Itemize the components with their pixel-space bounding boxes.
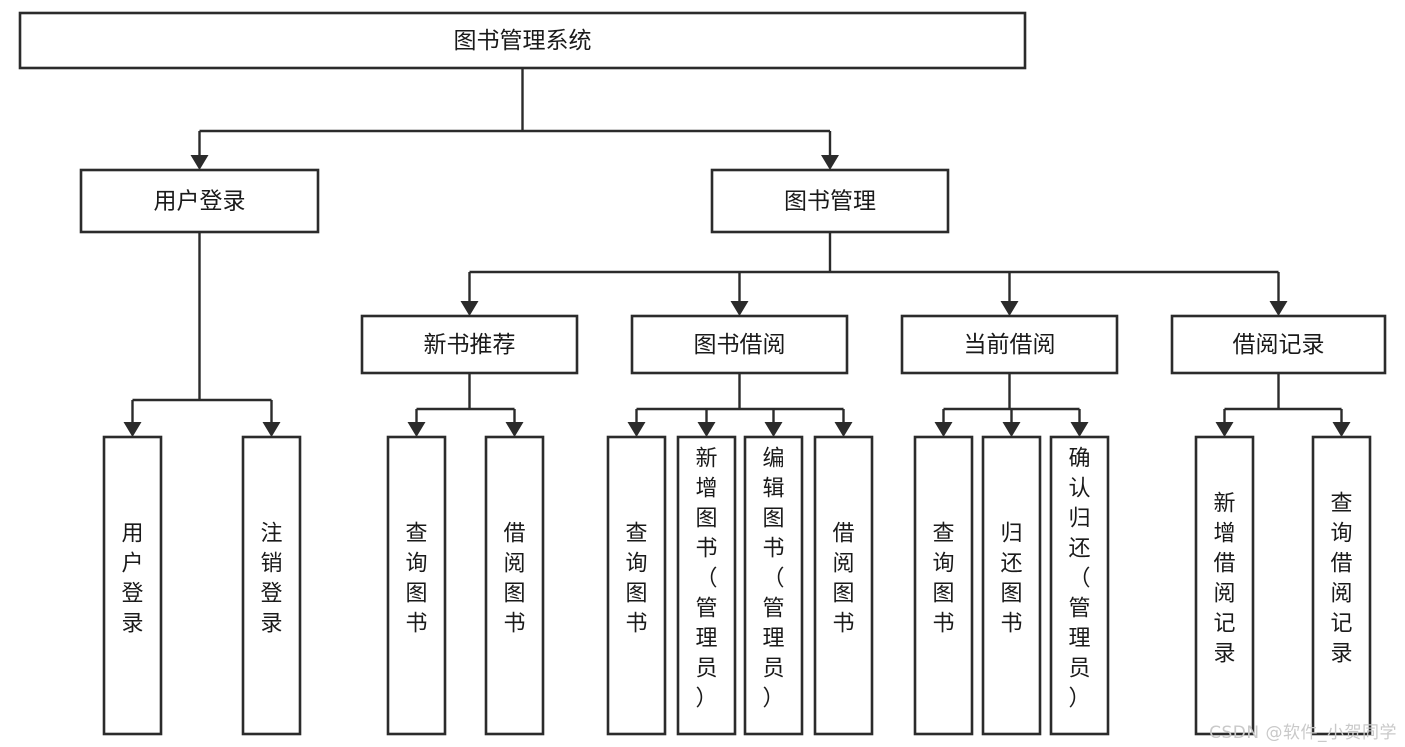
node-book-manage[interactable]: 图书管理 (710, 168, 950, 234)
node-box-leaf-query-record (1311, 435, 1372, 736)
edge-arrow-user-login (190, 155, 209, 170)
edge-arrow-leaf-borrow-book (834, 422, 853, 437)
node-label-leaf-query-book-borrow: 查询图书 (625, 522, 647, 637)
node-label-leaf-confirm-return: 确认归还（管理员） (1068, 447, 1090, 712)
node-leaf-query-record[interactable]: 查询借阅记录 (1311, 435, 1372, 736)
node-leaf-query-book-borrow[interactable]: 查询图书 (606, 435, 667, 736)
node-leaf-borrow-book-rec[interactable]: 借阅图书 (484, 435, 545, 736)
node-leaf-query-book-rec[interactable]: 查询图书 (386, 435, 447, 736)
node-book-borrow[interactable]: 图书借阅 (630, 314, 849, 375)
node-label-book-manage: 图书管理 (784, 189, 876, 215)
node-label-leaf-add-record: 新增借阅记录 (1213, 492, 1235, 667)
node-label-book-borrow: 图书借阅 (694, 332, 786, 358)
edge-arrow-leaf-add-book (697, 422, 716, 437)
node-box-leaf-borrow-book-rec (484, 435, 545, 736)
node-current-borrow[interactable]: 当前借阅 (900, 314, 1119, 375)
edge-arrow-borrow-record (1269, 301, 1288, 316)
node-label-leaf-borrow-book-rec: 借阅图书 (503, 522, 525, 637)
csdn-watermark: CSDN @软件_小贺同学 (1209, 723, 1397, 743)
node-leaf-edit-book[interactable]: 编辑图书（管理员） (743, 435, 804, 736)
node-leaf-user-logout[interactable]: 注销登录 (241, 435, 302, 736)
node-label-borrow-record: 借阅记录 (1233, 332, 1325, 358)
node-user-login[interactable]: 用户登录 (79, 168, 320, 234)
node-box-leaf-query-book-rec (386, 435, 447, 736)
node-box-leaf-return-book (981, 435, 1042, 736)
node-new-book-rec[interactable]: 新书推荐 (360, 314, 579, 375)
edge-arrow-leaf-user-logout (262, 422, 281, 437)
node-box-leaf-edit-book (743, 435, 804, 736)
node-box-leaf-confirm-return (1049, 435, 1110, 736)
edge-arrow-book-manage (821, 155, 839, 170)
node-box-user-login (79, 168, 320, 234)
edge-arrow-leaf-add-record (1215, 422, 1234, 437)
node-borrow-record[interactable]: 借阅记录 (1170, 314, 1387, 375)
node-root[interactable]: 图书管理系统 (18, 11, 1027, 70)
node-label-new-book-rec: 新书推荐 (424, 332, 516, 358)
node-leaf-user-login[interactable]: 用户登录 (102, 435, 163, 736)
edge-arrow-new-book-rec (460, 301, 479, 316)
edge-arrow-leaf-confirm-return (1070, 422, 1089, 437)
node-box-new-book-rec (360, 314, 579, 375)
node-box-root (18, 11, 1027, 70)
node-label-leaf-user-login: 用户登录 (121, 522, 143, 637)
node-label-leaf-edit-book: 编辑图书（管理员） (762, 447, 784, 712)
node-leaf-add-record[interactable]: 新增借阅记录 (1194, 435, 1255, 736)
node-leaf-confirm-return[interactable]: 确认归还（管理员） (1049, 435, 1110, 736)
connector-edges (123, 68, 1351, 437)
edge-arrow-leaf-borrow-book-rec (505, 422, 524, 437)
node-box-borrow-record (1170, 314, 1387, 375)
node-box-leaf-query-book-borrow (606, 435, 667, 736)
node-box-leaf-user-login (102, 435, 163, 736)
edge-arrow-leaf-query-book-rec (407, 422, 426, 437)
node-label-leaf-user-logout: 注销登录 (260, 522, 282, 637)
node-boxes: 图书管理系统用户登录图书管理新书推荐图书借阅当前借阅借阅记录用户登录注销登录查询… (18, 11, 1387, 736)
node-label-leaf-borrow-book: 借阅图书 (832, 522, 854, 637)
node-box-leaf-add-record (1194, 435, 1255, 736)
edge-arrow-leaf-query-book-borrow (627, 422, 646, 437)
edge-arrow-leaf-query-record (1332, 422, 1351, 437)
node-label-current-borrow: 当前借阅 (964, 332, 1056, 358)
node-box-leaf-query-book-cur (913, 435, 974, 736)
node-label-leaf-return-book: 归还图书 (1000, 522, 1022, 637)
node-box-leaf-borrow-book (813, 435, 874, 736)
node-label-leaf-query-record: 查询借阅记录 (1330, 492, 1352, 667)
node-label-user-login: 用户登录 (154, 189, 246, 215)
node-label-leaf-add-book: 新增图书（管理员） (695, 447, 717, 712)
edge-arrow-leaf-edit-book (764, 422, 783, 437)
edge-arrow-current-borrow (1000, 301, 1019, 316)
node-box-current-borrow (900, 314, 1119, 375)
node-label-root: 图书管理系统 (454, 28, 592, 54)
node-label-leaf-query-book-rec: 查询图书 (405, 522, 427, 637)
node-label-leaf-query-book-cur: 查询图书 (932, 522, 954, 637)
node-leaf-borrow-book[interactable]: 借阅图书 (813, 435, 874, 736)
node-box-book-manage (710, 168, 950, 234)
node-leaf-return-book[interactable]: 归还图书 (981, 435, 1042, 736)
node-box-leaf-user-logout (241, 435, 302, 736)
edge-arrow-leaf-user-login (123, 422, 142, 437)
node-leaf-query-book-cur[interactable]: 查询图书 (913, 435, 974, 736)
edge-arrow-leaf-return-book (1002, 422, 1021, 437)
node-box-book-borrow (630, 314, 849, 375)
node-leaf-add-book[interactable]: 新增图书（管理员） (676, 435, 737, 736)
node-box-leaf-add-book (676, 435, 737, 736)
edge-arrow-book-borrow (730, 301, 749, 316)
edge-arrow-leaf-query-book-cur (934, 422, 953, 437)
